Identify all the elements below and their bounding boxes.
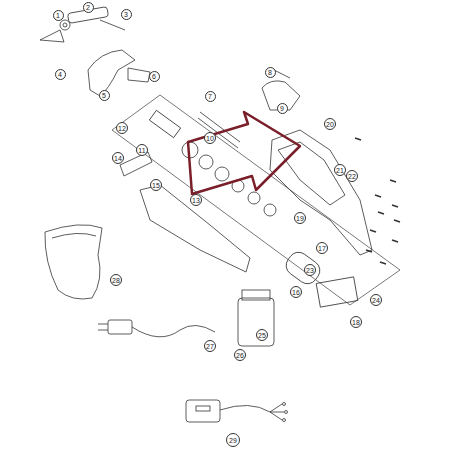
callout-circle: 25 [256, 329, 268, 341]
callout-circle: 14 [112, 152, 124, 164]
callout-circle: 10 [204, 132, 216, 144]
callout-number: 26 [236, 352, 244, 359]
callout-number: 7 [208, 93, 212, 100]
callout-number: 11 [138, 147, 145, 154]
callout-number: 1 [56, 12, 60, 19]
callout-circle: 29 [226, 433, 240, 447]
callout-circle: 12 [116, 122, 128, 134]
callout-number: 15 [152, 182, 160, 189]
callout-circle: 1 [53, 10, 64, 21]
callout-circle: 5 [99, 90, 110, 101]
callout-number: 19 [296, 215, 304, 222]
callout-number: 3 [124, 11, 128, 18]
callout-number: 21 [336, 167, 344, 174]
callout-circle: 21 [334, 164, 346, 176]
callout-circle: 15 [150, 179, 162, 191]
callout-circle: 19 [294, 212, 306, 224]
callout-circle: 8 [265, 67, 276, 78]
callout-circle: 7 [205, 91, 216, 102]
callout-circle: 26 [234, 349, 246, 361]
callout-circle: 13 [190, 194, 202, 206]
callout-circle: 17 [316, 242, 328, 254]
callout-number: 12 [118, 125, 126, 132]
callout-number: 14 [114, 155, 122, 162]
callout-circle: 2 [83, 2, 94, 13]
callout-circle: 20 [324, 118, 336, 130]
callout-number: 23 [306, 267, 314, 274]
callout-number: 10 [206, 135, 214, 142]
callout-circle: 24 [370, 294, 382, 306]
callout-number: 22 [348, 173, 356, 180]
callout-number: 25 [258, 332, 266, 339]
callout-number: 28 [112, 277, 120, 284]
callout-number: 29 [229, 437, 237, 444]
callout-number: 20 [326, 121, 334, 128]
callout-circle: 16 [290, 286, 302, 298]
callout-number: 8 [268, 69, 272, 76]
callout-number: 5 [102, 92, 106, 99]
callout-number: 27 [206, 343, 214, 350]
callout-number: 24 [372, 297, 380, 304]
callout-number: 2 [86, 4, 90, 11]
callout-circle: 27 [204, 340, 216, 352]
callout-circle: 6 [149, 71, 160, 82]
callout-circle: 11 [136, 144, 148, 156]
callout-circle: 4 [55, 69, 66, 80]
callout-circle: 23 [304, 264, 316, 276]
callout-number: 17 [318, 245, 326, 252]
callout-number: 9 [280, 105, 284, 112]
callout-number: 13 [192, 197, 200, 204]
callout-circle: 9 [277, 103, 288, 114]
callout-circle: 22 [346, 170, 358, 182]
callout-number: 18 [352, 319, 360, 326]
callout-number: 4 [58, 71, 62, 78]
callout-circle: 3 [121, 9, 132, 20]
callout-number: 16 [292, 289, 300, 296]
callout-circle: 18 [350, 316, 362, 328]
callout-circle: 28 [110, 274, 122, 286]
callout-number: 6 [152, 73, 156, 80]
